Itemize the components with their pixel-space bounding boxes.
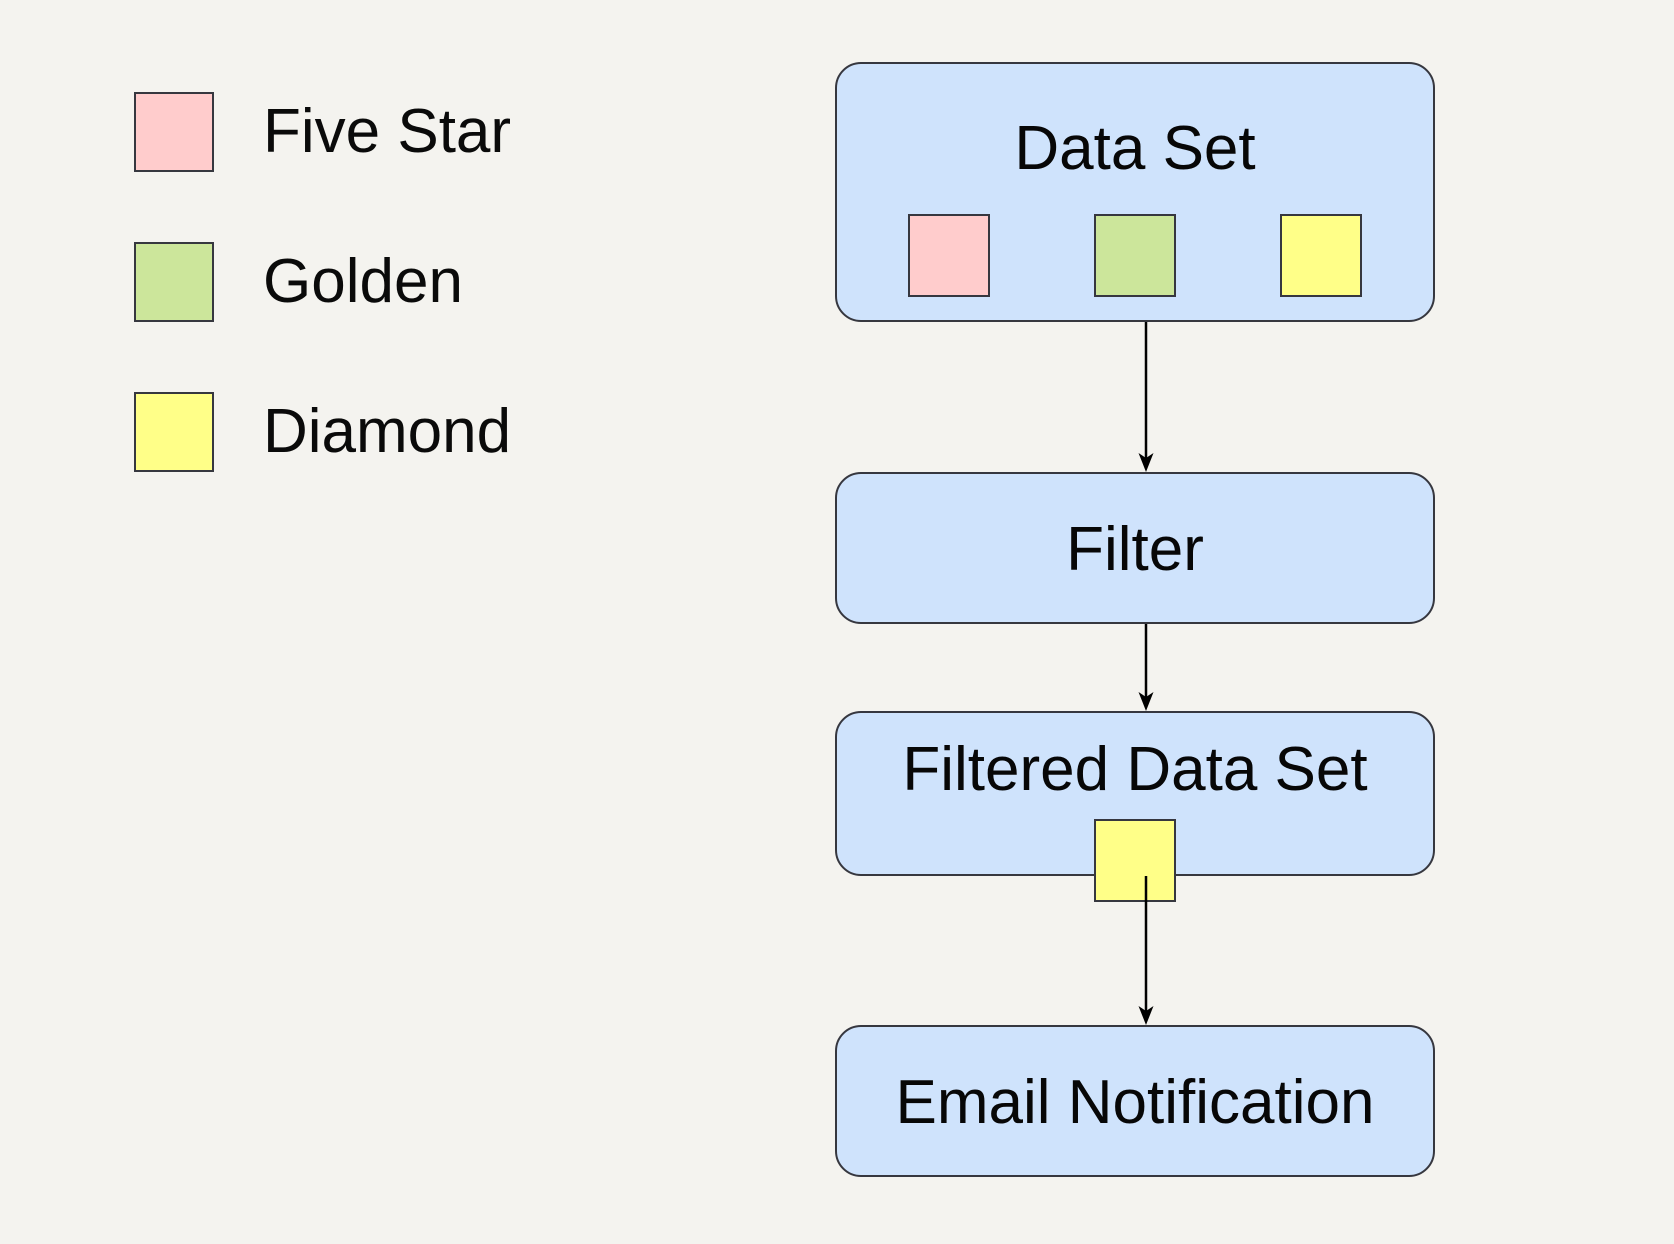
- chip-five-star: [908, 214, 990, 297]
- legend-item[interactable]: Diamond: [134, 392, 654, 542]
- chip-spacer: [1176, 214, 1280, 297]
- node-email-notification[interactable]: Email Notification: [835, 1025, 1435, 1177]
- golden-swatch: [134, 242, 214, 322]
- node-title: Email Notification: [895, 1068, 1375, 1137]
- chip-golden: [1094, 214, 1176, 297]
- arrow-filtered-data-set-to-email: [1134, 876, 1158, 1025]
- chip-spacer: [990, 214, 1094, 297]
- chip-diamond: [1094, 819, 1176, 902]
- five-star-swatch: [134, 92, 214, 172]
- legend-item-label: Diamond: [263, 397, 512, 466]
- node-title: Filtered Data Set: [902, 735, 1368, 804]
- arrow-data-set-to-filter: [1134, 322, 1158, 472]
- node-filtered-data-set[interactable]: Filtered Data Set: [835, 711, 1435, 902]
- node-title: Data Set: [1014, 114, 1256, 183]
- legend-item[interactable]: Golden: [134, 242, 654, 392]
- legend-item-label: Golden: [263, 247, 463, 316]
- legend: Five Star Golden Diamond: [134, 92, 654, 542]
- node-title: Filter: [1066, 515, 1204, 584]
- diamond-swatch: [134, 392, 214, 472]
- legend-item[interactable]: Five Star: [134, 92, 654, 242]
- chip-row: [837, 819, 1433, 902]
- chip-diamond: [1280, 214, 1362, 297]
- arrow-filter-to-filtered-data-set: [1134, 624, 1158, 711]
- node-filter[interactable]: Filter: [835, 472, 1435, 624]
- legend-item-label: Five Star: [263, 97, 512, 166]
- chip-row: [837, 214, 1433, 297]
- node-data-set[interactable]: Data Set: [835, 62, 1435, 322]
